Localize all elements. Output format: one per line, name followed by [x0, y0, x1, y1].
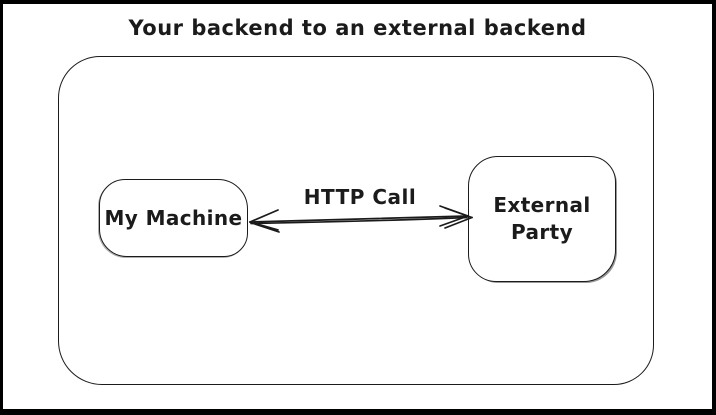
node-external-party-label: External Party [493, 193, 591, 244]
backend-boundary-container [58, 56, 654, 385]
diagram-title: Your backend to an external backend [128, 16, 587, 40]
node-external-party: External Party [468, 156, 616, 282]
http-call-label: HTTP Call [303, 185, 417, 209]
http-call-bidirectional-arrow [249, 205, 473, 233]
node-my-machine: My Machine [99, 179, 248, 257]
node-my-machine-label: My Machine [104, 206, 243, 230]
